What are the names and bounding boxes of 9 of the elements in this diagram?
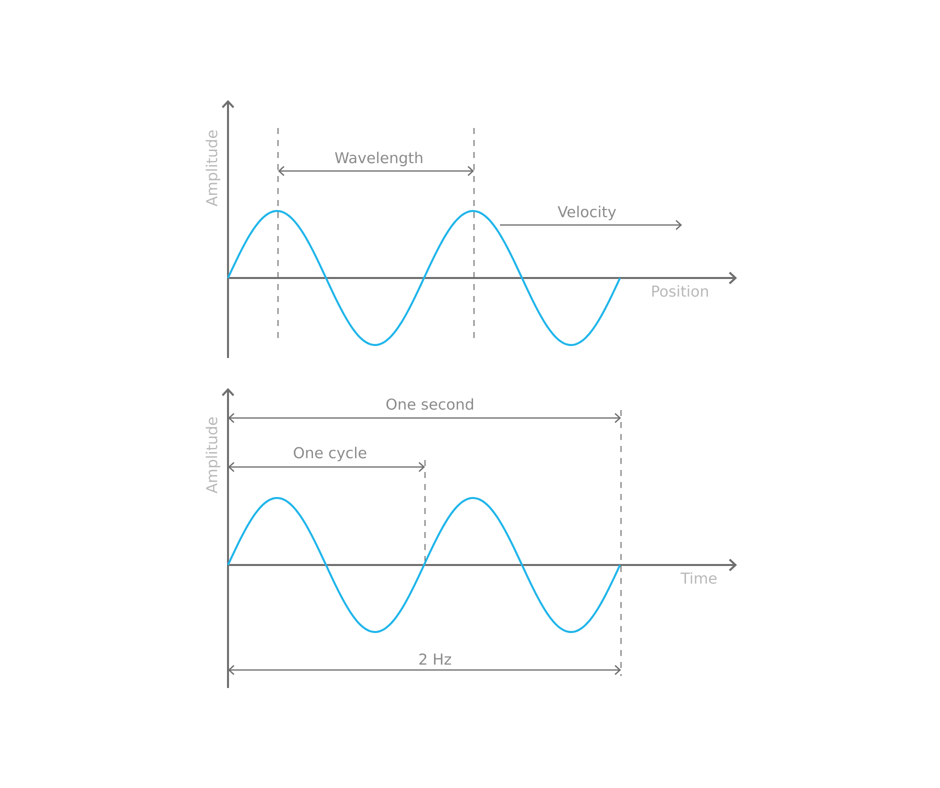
dimension-label: Wavelength <box>335 152 422 166</box>
dimension-label: 2 Hz <box>419 653 452 665</box>
axis-label: Amplitude <box>206 130 220 206</box>
dimension-label: One second <box>386 398 474 410</box>
axis-label: Amplitude <box>206 417 220 494</box>
axis-label: Position <box>652 285 708 297</box>
dimension-label: One cycle <box>294 446 366 462</box>
axis-label: Time <box>680 572 717 584</box>
arrow-label: Velocity <box>558 206 616 220</box>
